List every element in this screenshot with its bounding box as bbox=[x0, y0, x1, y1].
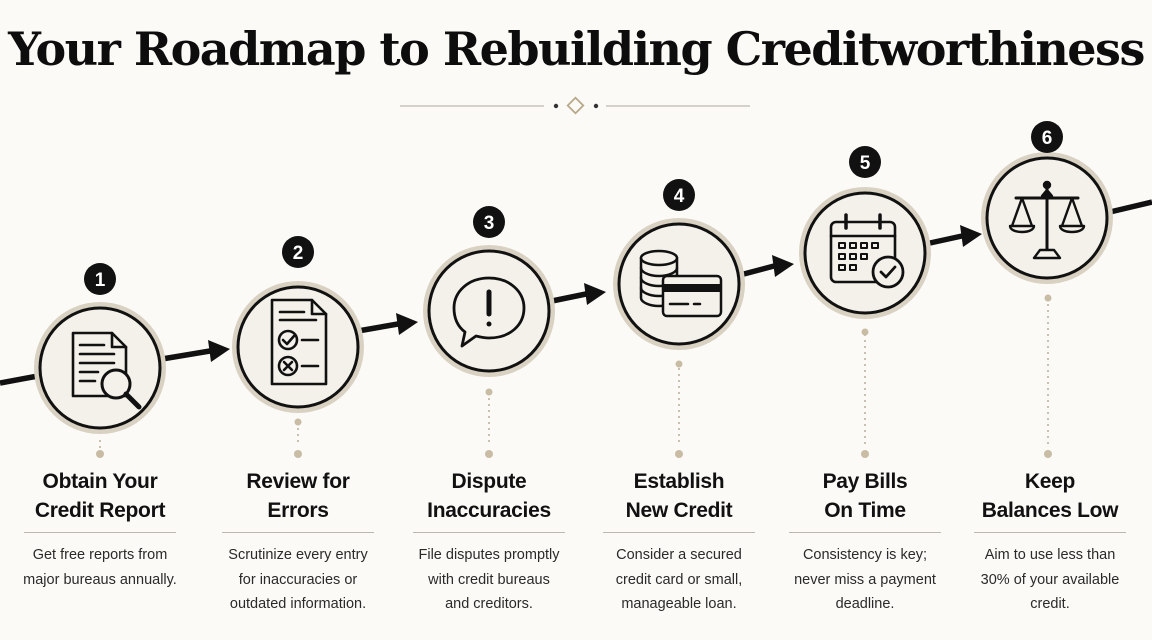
step-6-number: 6 bbox=[1042, 128, 1053, 149]
connector-top-dot-5 bbox=[861, 328, 869, 336]
step-4-title-line2: New Credit bbox=[625, 499, 733, 522]
step-3-title-line1: Dispute bbox=[451, 470, 527, 493]
step-4-description: Consider a secured credit card or small,… bbox=[589, 543, 769, 617]
connector-top-dot-6 bbox=[1044, 294, 1052, 302]
dotted-connectors bbox=[99, 298, 1049, 448]
step-3-title: Dispute Inaccuracies bbox=[399, 467, 579, 525]
step-5-badge bbox=[849, 146, 881, 178]
path-segment-end bbox=[1109, 199, 1152, 215]
connector-top-dot-3 bbox=[485, 388, 493, 396]
path-segment-2-3 bbox=[357, 321, 399, 334]
path-segment-4-5 bbox=[739, 263, 775, 278]
step-3-desc-line1: File disputes promptly bbox=[418, 547, 560, 563]
step-5: 5 bbox=[799, 146, 931, 319]
connector-dot-4 bbox=[675, 450, 683, 458]
step-6-desc-line3: credit. bbox=[1030, 596, 1070, 612]
path-segment-1-2 bbox=[161, 348, 211, 362]
step-2-desc-line3: outdated information. bbox=[229, 596, 367, 612]
step-1-badge bbox=[84, 263, 116, 295]
step-2-number: 2 bbox=[293, 243, 304, 264]
step-5-description: Consistency is key; never miss a payment… bbox=[775, 543, 955, 617]
calendar-check-icon bbox=[829, 213, 905, 289]
step-3-desc-line2: with credit bureaus bbox=[428, 571, 550, 588]
step-5-title: Pay Bills On Time bbox=[775, 467, 955, 525]
step-2-title-line1: Review for bbox=[246, 470, 350, 493]
step-3-badge bbox=[473, 206, 505, 238]
arrow-head-4-5 bbox=[772, 255, 794, 277]
step-3-description: File disputes promptly with credit burea… bbox=[399, 543, 579, 617]
connector-dot-5 bbox=[861, 450, 869, 458]
step-2-desc-line2: for inaccuracies or bbox=[238, 571, 358, 588]
arrow-head-3-4 bbox=[584, 283, 606, 305]
step-4-divider bbox=[603, 532, 755, 533]
step-5-desc-line2: never miss a payment bbox=[794, 571, 936, 588]
step-4-title-line1: Establish bbox=[633, 470, 725, 493]
step-4-title: Establish New Credit bbox=[589, 467, 769, 525]
connector-dot-2 bbox=[294, 450, 302, 458]
arrow-head-1-2 bbox=[208, 340, 230, 362]
balance-scale-icon bbox=[1008, 180, 1086, 260]
connector-dots bbox=[96, 294, 1052, 458]
step-5-number: 5 bbox=[860, 153, 871, 174]
step-2-badge bbox=[282, 236, 314, 268]
connector-top-dot-4 bbox=[675, 360, 683, 368]
step-6-desc-line1: Aim to use less than bbox=[984, 547, 1116, 563]
connector-top-dot-2 bbox=[294, 418, 302, 426]
connector-dot-6 bbox=[1044, 450, 1052, 458]
path-segment-3-4 bbox=[551, 291, 587, 304]
step-4-desc-line1: Consider a secured bbox=[616, 547, 742, 563]
step-4-desc-line3: manageable loan. bbox=[621, 596, 737, 612]
step-1-title: Obtain Your Credit Report bbox=[10, 467, 190, 525]
step-6-title-line2: Balances Low bbox=[981, 499, 1119, 522]
step-6-title-line1: Keep bbox=[1024, 470, 1076, 493]
step-2-title-line2: Errors bbox=[267, 499, 329, 522]
step-6-desc-line2: 30% of your available bbox=[980, 571, 1120, 588]
step-6-description: Aim to use less than 30% of your availab… bbox=[960, 543, 1140, 617]
step-4-desc-line2: credit card or small, bbox=[615, 571, 743, 588]
step-1-desc-line1: Get free reports from bbox=[32, 547, 168, 563]
step-1-title-line2: Credit Report bbox=[34, 499, 166, 522]
step-1-description: Get free reports from major bureaus annu… bbox=[10, 543, 190, 592]
arrow-head-5-6 bbox=[960, 225, 982, 247]
step-3-number: 3 bbox=[484, 213, 495, 234]
step-5-desc-line3: deadline. bbox=[835, 596, 895, 612]
checklist-icon bbox=[270, 298, 328, 386]
step-6-title: Keep Balances Low bbox=[960, 467, 1140, 525]
step-1-divider bbox=[24, 532, 176, 533]
step-4: 4 bbox=[613, 179, 745, 350]
step-5-divider bbox=[789, 532, 941, 533]
path-segment-start bbox=[0, 373, 39, 386]
step-2-divider bbox=[222, 532, 374, 533]
document-magnifier-icon bbox=[71, 331, 142, 410]
connector-dot-3 bbox=[485, 450, 493, 458]
step-1: 1 bbox=[34, 263, 166, 434]
step-6-badge bbox=[1031, 121, 1063, 153]
step-5-title-line2: On Time bbox=[824, 499, 906, 522]
connector-dot-1 bbox=[96, 450, 104, 458]
step-5-title-line1: Pay Bills bbox=[822, 470, 908, 493]
step-3-desc-line3: and creditors. bbox=[445, 596, 533, 612]
step-2-description: Scrutinize every entry for inaccuracies … bbox=[208, 543, 388, 617]
speech-bubble-exclamation-icon bbox=[452, 276, 526, 348]
step-3-divider bbox=[413, 532, 565, 533]
step-3: 3 bbox=[423, 206, 555, 377]
coins-credit-card-icon bbox=[639, 249, 723, 318]
step-4-badge bbox=[663, 179, 695, 211]
step-4-number: 4 bbox=[674, 186, 685, 207]
step-1-title-line1: Obtain Your bbox=[42, 470, 158, 493]
step-2-title: Review for Errors bbox=[208, 467, 388, 525]
arrow-head-2-3 bbox=[396, 313, 418, 335]
page-title: Your Roadmap to Rebuilding Creditworthin… bbox=[8, 22, 1145, 76]
step-1-desc-line2: major bureaus annually. bbox=[23, 571, 177, 588]
path-segment-5-6 bbox=[929, 233, 963, 246]
step-5-desc-line1: Consistency is key; bbox=[802, 547, 928, 563]
step-2: 2 bbox=[232, 236, 364, 413]
roadmap-path bbox=[0, 199, 1152, 386]
step-2-desc-line1: Scrutinize every entry bbox=[228, 547, 368, 563]
step-6: 6 bbox=[981, 121, 1113, 284]
step-3-title-line2: Inaccuracies bbox=[427, 499, 551, 522]
step-6-divider bbox=[974, 532, 1126, 533]
step-1-number: 1 bbox=[95, 270, 106, 291]
